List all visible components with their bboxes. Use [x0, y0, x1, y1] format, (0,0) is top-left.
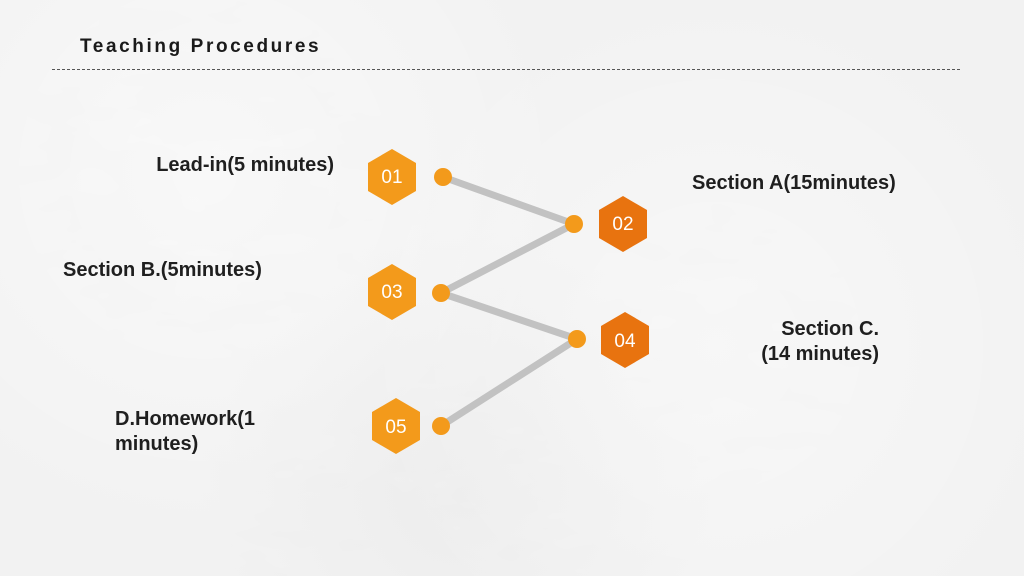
dot-03 [432, 284, 450, 302]
step-number: 01 [381, 167, 402, 188]
connector-02-03 [437, 220, 578, 297]
connector-03-04 [437, 289, 581, 343]
step-label-line: Lead-in(5 minutes) [156, 154, 334, 176]
step-hexagon-04: 04 [601, 312, 649, 368]
hexagon-shape [601, 312, 649, 368]
dot-05 [432, 417, 450, 435]
step-number: 02 [612, 214, 633, 235]
step-label-line: Section B.(5minutes) [63, 259, 262, 281]
step-label-05: D.Homework(1 minutes) [115, 407, 255, 457]
slide-title: Teaching Procedures [80, 36, 322, 57]
step-label-line: Section C. [781, 318, 879, 340]
dot-01 [434, 168, 452, 186]
step-label-03: Section B.(5minutes) [63, 258, 262, 283]
hexagon-shape [368, 149, 416, 205]
step-label-02: Section A(15minutes) [692, 171, 896, 196]
connector-lines [437, 173, 581, 430]
step-hexagon-02: 02 [599, 196, 647, 252]
connector-04-05 [437, 335, 581, 430]
hexagon-shape [372, 398, 420, 454]
connector-01-02 [439, 173, 578, 228]
step-hexagon-03: 03 [368, 264, 416, 320]
connector-dots [432, 168, 586, 435]
title-divider [52, 69, 960, 70]
step-label-line: minutes) [115, 433, 199, 455]
step-label-line: (14 minutes) [761, 343, 879, 365]
step-label-line: D.Homework(1 [115, 408, 256, 430]
step-hexagon-01: 01 [368, 149, 416, 205]
step-number: 04 [614, 331, 636, 352]
hexagon-shape [368, 264, 416, 320]
hexagon-shape [599, 196, 647, 252]
step-hexagon-05: 05 [372, 398, 420, 454]
step-label-line: Section A(15minutes) [692, 172, 896, 194]
step-number: 05 [385, 417, 406, 438]
dot-02 [565, 215, 583, 233]
step-label-01: Lead-in(5 minutes) [156, 153, 334, 178]
step-number: 03 [381, 282, 402, 303]
dot-04 [568, 330, 586, 348]
step-label-04: Section C. (14 minutes) [761, 317, 879, 367]
